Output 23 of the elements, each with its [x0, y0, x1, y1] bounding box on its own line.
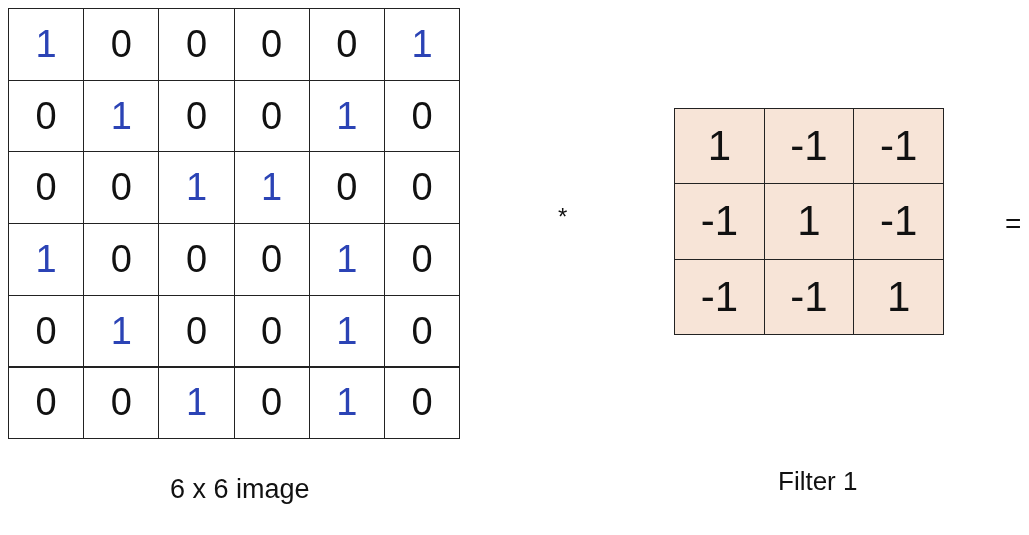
filter-cell: -1: [763, 258, 855, 335]
matrix-cell: 0: [8, 366, 85, 440]
caption-text: Filter 1: [778, 466, 858, 497]
filter-cell: 1: [674, 108, 765, 185]
matrix-cell: 1: [8, 8, 85, 81]
filter-cell: 1: [763, 183, 855, 260]
operator-symbol: =: [1005, 208, 1022, 240]
matrix-cell: 1: [384, 8, 461, 81]
matrix-cell: 0: [233, 366, 310, 440]
matrix-cell: 0: [8, 294, 85, 368]
filter-cell: -1: [853, 183, 945, 260]
matrix-cell: 1: [158, 366, 235, 440]
operator-symbol: *: [558, 203, 568, 231]
filter-cell: -1: [674, 258, 765, 335]
filter-cell: 1: [853, 258, 945, 335]
caption-text: 6 x 6 image: [170, 474, 310, 505]
matrix-cell: 1: [308, 366, 385, 440]
filter-cell: -1: [853, 108, 945, 185]
matrix-cell: 0: [83, 366, 160, 440]
matrix-cell: 0: [384, 294, 461, 368]
matrix-cell: 0: [384, 366, 461, 440]
filter-cell: -1: [674, 183, 765, 260]
filter-cell: -1: [763, 108, 855, 185]
